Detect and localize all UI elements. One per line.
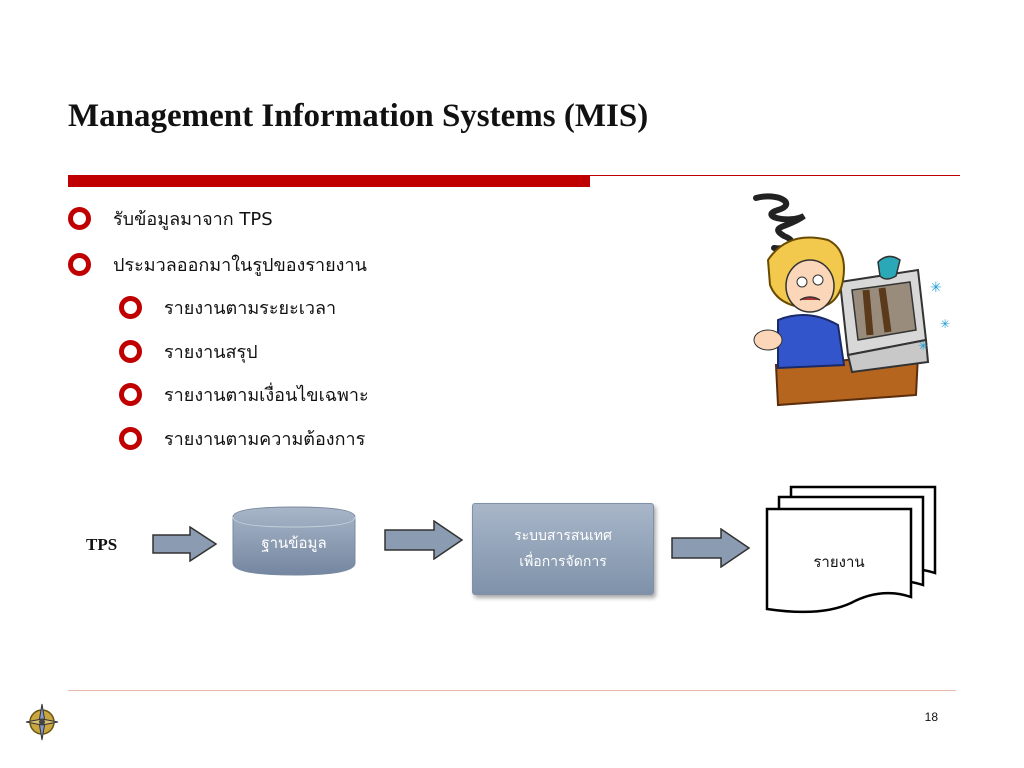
bullet-item: ประมวลออกมาในรูปของรายงาน	[68, 246, 367, 282]
database-label: ฐานข้อมูล	[261, 534, 327, 552]
report-documents-icon	[765, 485, 937, 614]
compass-logo-icon	[25, 703, 59, 741]
sub-bullet-item: รายงานสรุป	[119, 333, 258, 369]
sub-bullet-item: รายงานตามเงื่อนไขเฉพาะ	[119, 376, 369, 412]
sub-bullet-item: รายงานตามความต้องการ	[119, 420, 365, 456]
sub-bullet-item: รายงานตามระยะเวลา	[119, 289, 336, 325]
bullet-marker-icon	[68, 206, 91, 230]
bullet-item: รับข้อมูลมาจาก TPS	[68, 200, 273, 236]
svg-text:✳: ✳	[930, 280, 942, 296]
bullet-text: รับข้อมูลมาจาก TPS	[113, 208, 273, 230]
bullet-marker-icon	[119, 295, 142, 319]
arrow-right-icon	[152, 526, 218, 562]
bullet-marker-icon	[68, 252, 91, 276]
frustrated-computer-user-icon: ✳ ✳ ✳	[753, 193, 950, 407]
svg-text:✳: ✳	[940, 317, 950, 331]
arrow-right-icon	[384, 520, 464, 560]
mis-label-line1: ระบบสารสนเทศ	[514, 528, 612, 544]
arrow-right-icon	[671, 528, 751, 568]
bullet-marker-icon	[119, 382, 142, 406]
bullet-marker-icon	[119, 339, 142, 363]
bullet-text: รายงานตามความต้องการ	[164, 428, 366, 450]
bullet-marker-icon	[119, 426, 142, 450]
bullet-text: รายงานตามระยะเวลา	[164, 297, 337, 319]
page-number: 18	[924, 710, 938, 724]
bullet-text: ประมวลออกมาในรูปของรายงาน	[113, 254, 367, 276]
slide-title: Management Information Systems (MIS)	[68, 98, 649, 134]
report-label: รายงาน	[813, 553, 865, 571]
footer-divider	[68, 690, 956, 691]
mis-label-line2: เพื่อการจัดการ	[519, 554, 607, 570]
mis-box: ระบบสารสนเทศ เพื่อการจัดการ	[472, 503, 654, 595]
title-underline-thin	[590, 175, 960, 176]
tps-label: TPS	[86, 535, 118, 554]
bullet-text: รายงานตามเงื่อนไขเฉพาะ	[164, 384, 369, 406]
database-cylinder-icon	[232, 506, 356, 576]
title-underline-thick	[68, 175, 590, 187]
svg-text:✳: ✳	[918, 339, 928, 353]
bullet-text: รายงานสรุป	[164, 341, 258, 363]
